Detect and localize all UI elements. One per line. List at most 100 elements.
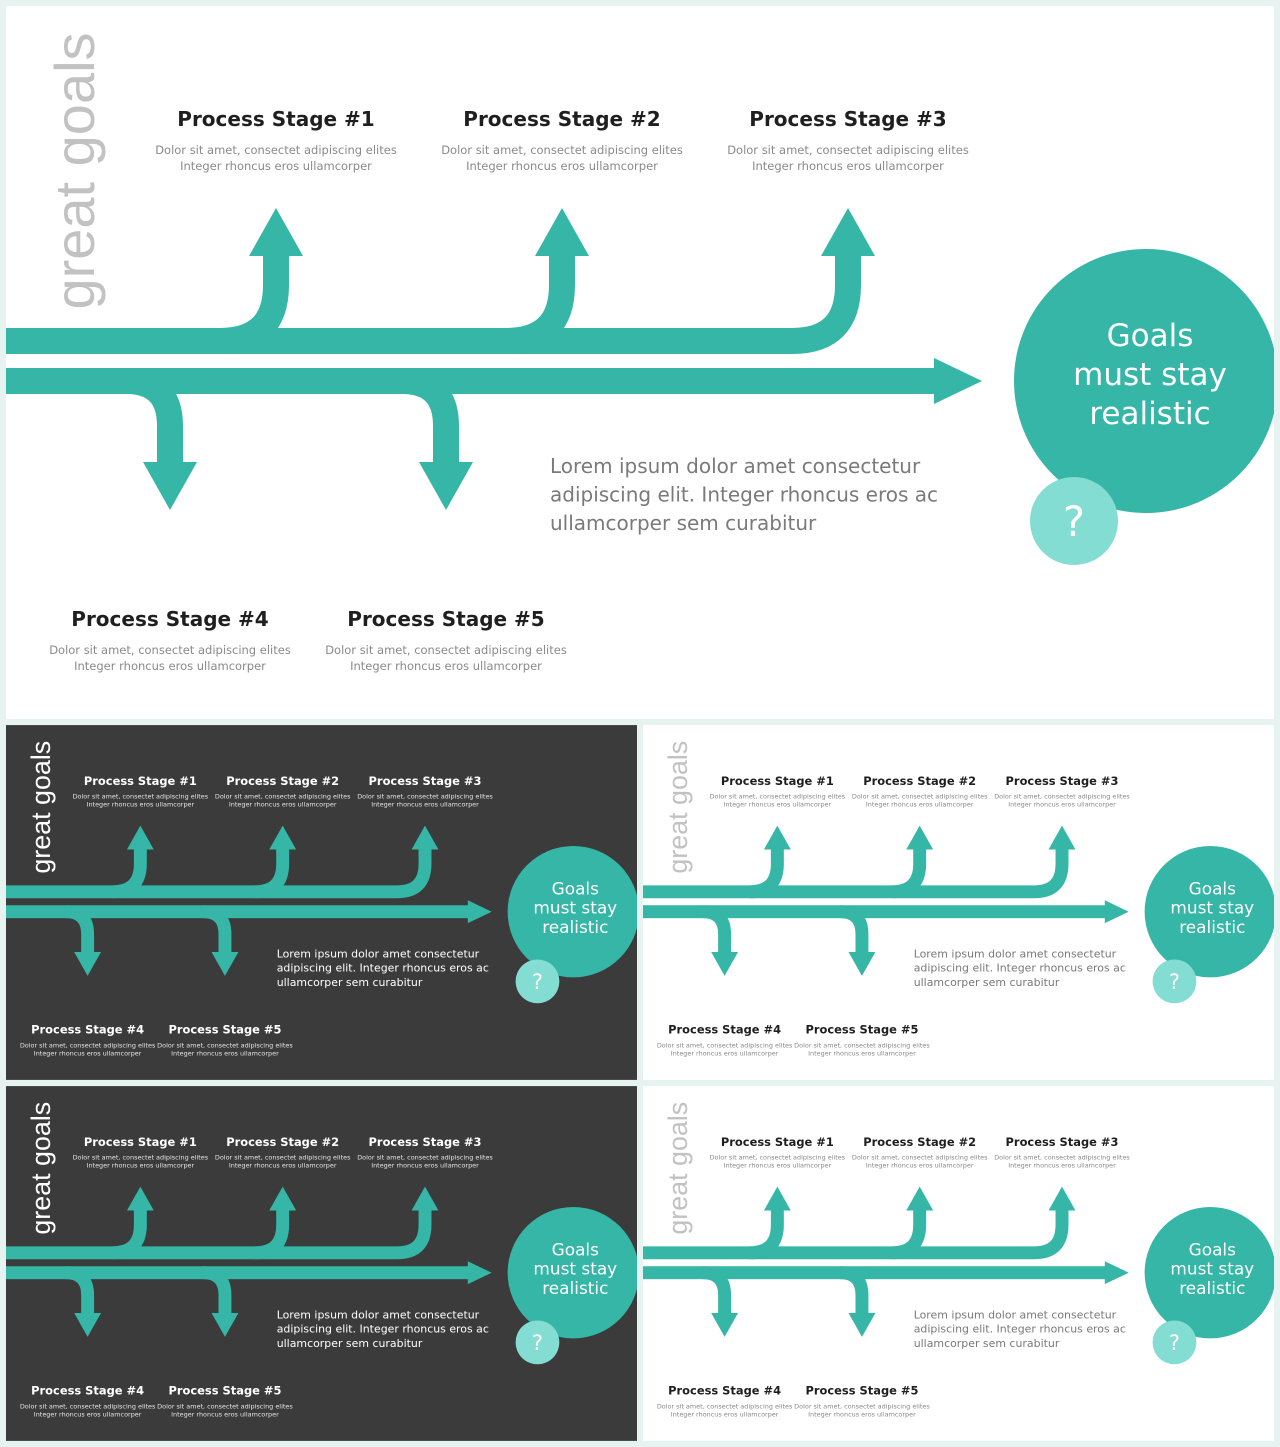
main-arrow: [643, 900, 1129, 924]
stage-2-desc-line-2: Integer rhoncus eros ullamcorper: [229, 1162, 337, 1170]
stage-5-desc-line-2: Integer rhoncus eros ullamcorper: [808, 1411, 916, 1419]
stage-2-desc-line-2: Integer rhoncus eros ullamcorper: [866, 801, 974, 809]
arrow-down-4: [143, 462, 197, 510]
stage-2-desc-line-1: Dolor sit amet, consectet adipiscing eli…: [852, 793, 988, 801]
body-text-line-2: adipiscing elit. Integer rhoncus eros ac: [914, 962, 1126, 975]
arrow-up-3: [411, 1186, 439, 1211]
goal-circle-line-3: realistic: [1179, 917, 1245, 937]
vertical-title: great goals: [43, 32, 106, 309]
arrow-up-3: [411, 825, 439, 850]
stage-4-desc-line-1: Dolor sit amet, consectet adipiscing eli…: [20, 1042, 156, 1050]
stage-1-title: Process Stage #1: [84, 774, 197, 788]
body-text-line-2: adipiscing elit. Integer rhoncus eros ac: [914, 1323, 1126, 1336]
stage-2-desc-line-1: Dolor sit amet, consectet adipiscing eli…: [215, 1154, 351, 1162]
goal-circle-line-3: realistic: [542, 1278, 608, 1298]
stage-3-desc-line-2: Integer rhoncus eros ullamcorper: [752, 159, 944, 173]
stage-5-desc-line-1: Dolor sit amet, consectet adipiscing eli…: [325, 643, 567, 657]
vertical-title: great goals: [26, 741, 56, 874]
slide-dark-1: great goals Process Stage #1 Dolor sit ame…: [6, 725, 637, 1080]
upper-branch-line: [643, 848, 1069, 899]
stage-1-title: Process Stage #1: [84, 1135, 197, 1149]
arrow-up-1: [126, 825, 154, 850]
stage-1-desc-line-2: Integer rhoncus eros ullamcorper: [724, 801, 832, 809]
arrow-down-4: [74, 952, 102, 976]
question-badge: ?: [515, 959, 560, 1004]
vertical-title: great goals: [663, 1102, 693, 1235]
upper-branch-line: [643, 1209, 1069, 1260]
arrow-up-1: [763, 825, 791, 850]
arrow-down-5: [211, 1313, 239, 1337]
stage-4-desc-line-2: Integer rhoncus eros ullamcorper: [671, 1050, 779, 1058]
stage-5-title: Process Stage #5: [347, 607, 544, 631]
goal-circle-line-1: Goals: [552, 1239, 599, 1259]
main-arrow: [6, 1261, 492, 1285]
stage-1-title: Process Stage #1: [721, 1135, 834, 1149]
process-diagram: great goals Process Stage #1 Dolor sit ame…: [6, 725, 637, 1080]
stage-5-desc-line-2: Integer rhoncus eros ullamcorper: [808, 1050, 916, 1058]
arrow-down-5: [848, 952, 876, 976]
lower-branch-lines: [125, 368, 459, 464]
stage-5-title: Process Stage #5: [169, 1023, 282, 1037]
stage-3-desc-line-2: Integer rhoncus eros ullamcorper: [371, 1162, 479, 1170]
body-text-line-3: ullamcorper sem curabitur: [550, 511, 817, 535]
stage-5-desc-line-2: Integer rhoncus eros ullamcorper: [171, 1411, 279, 1419]
body-text-line-1: Lorem ipsum dolor amet consectetur: [277, 947, 480, 960]
stage-4-desc-line-1: Dolor sit amet, consectet adipiscing eli…: [657, 1042, 793, 1050]
arrow-down-5: [419, 462, 473, 510]
lower-branch-lines: [702, 1266, 869, 1315]
goal-circle-line-1: Goals: [1107, 318, 1194, 354]
stage-5-desc-line-1: Dolor sit amet, consectet adipiscing eli…: [157, 1042, 293, 1050]
lower-branch-lines: [65, 1266, 232, 1315]
stage-3-desc-line-1: Dolor sit amet, consectet adipiscing eli…: [357, 793, 493, 801]
stage-3-desc-line-2: Integer rhoncus eros ullamcorper: [1008, 801, 1116, 809]
stage-2-desc-line-1: Dolor sit amet, consectet adipiscing eli…: [441, 143, 683, 157]
stage-3-desc-line-1: Dolor sit amet, consectet adipiscing eli…: [727, 143, 969, 157]
stage-3-title: Process Stage #3: [1006, 1135, 1119, 1149]
vertical-title: great goals: [663, 741, 693, 874]
question-mark-icon: ?: [532, 970, 543, 994]
goal-circle-line-2: must stay: [533, 898, 617, 918]
arrow-up-2: [269, 1186, 297, 1211]
question-mark-icon: ?: [1169, 1331, 1180, 1355]
stage-5-desc-line-1: Dolor sit amet, consectet adipiscing eli…: [794, 1042, 930, 1050]
stage-2-desc-line-2: Integer rhoncus eros ullamcorper: [466, 159, 658, 173]
stage-3-desc-line-2: Integer rhoncus eros ullamcorper: [1008, 1162, 1116, 1170]
stage-2-title: Process Stage #2: [226, 774, 339, 788]
stage-2-title: Process Stage #2: [463, 107, 660, 131]
stage-3-title: Process Stage #3: [749, 107, 946, 131]
arrow-up-2: [269, 825, 297, 850]
slide-light-2: great goals Process Stage #1 Dolor sit ame…: [643, 1086, 1274, 1441]
stage-3-desc-line-1: Dolor sit amet, consectet adipiscing eli…: [994, 793, 1130, 801]
stage-4-desc-line-1: Dolor sit amet, consectet adipiscing eli…: [49, 643, 291, 657]
goal-circle-line-2: must stay: [1170, 1259, 1254, 1279]
body-text-line-3: ullamcorper sem curabitur: [277, 976, 423, 989]
arrow-up-1: [763, 1186, 791, 1211]
stage-4-desc-line-1: Dolor sit amet, consectet adipiscing eli…: [657, 1403, 793, 1411]
goal-circle-line-3: realistic: [542, 917, 608, 937]
question-mark-icon: ?: [1169, 970, 1180, 994]
stage-4-desc-line-2: Integer rhoncus eros ullamcorper: [671, 1411, 779, 1419]
stage-4-title: Process Stage #4: [31, 1384, 144, 1398]
stage-4-desc-line-1: Dolor sit amet, consectet adipiscing eli…: [20, 1403, 156, 1411]
arrow-down-4: [711, 1313, 739, 1337]
stage-5-title: Process Stage #5: [806, 1384, 919, 1398]
arrow-up-1: [126, 1186, 154, 1211]
body-text-line-2: adipiscing elit. Integer rhoncus eros ac: [277, 962, 489, 975]
upper-branch-line: [6, 848, 432, 899]
stage-4-title: Process Stage #4: [668, 1384, 781, 1398]
upper-branch-line: [6, 1209, 432, 1260]
question-mark-icon: ?: [1063, 497, 1085, 546]
arrow-up-3: [1048, 825, 1076, 850]
question-badge: ?: [1030, 477, 1118, 565]
stage-1-desc-line-2: Integer rhoncus eros ullamcorper: [180, 159, 372, 173]
stage-2-title: Process Stage #2: [863, 774, 976, 788]
stage-3-desc-line-1: Dolor sit amet, consectet adipiscing eli…: [357, 1154, 493, 1162]
goal-circle-line-1: Goals: [1189, 1239, 1236, 1259]
arrow-up-2: [535, 208, 589, 256]
